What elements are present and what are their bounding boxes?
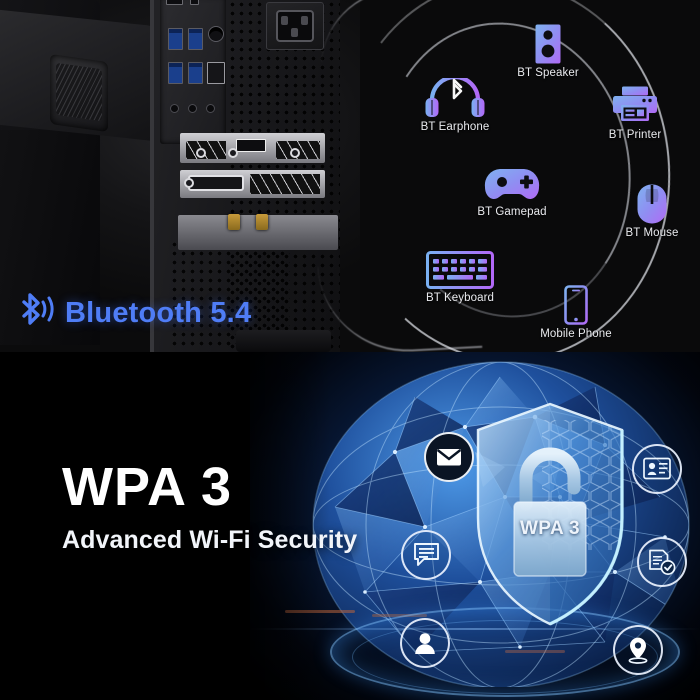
device-node-bt-earphone[interactable]: BT Earphone (400, 78, 510, 133)
psu-power-inlet (276, 10, 314, 42)
feature-icon-mail[interactable] (424, 432, 474, 482)
dp-port (190, 0, 199, 5)
feature-icon-chat[interactable] (401, 530, 451, 580)
gpu-hdmi-port (236, 139, 266, 152)
feature-icon-id-card[interactable] (632, 444, 682, 494)
bluetooth-panel: BT Speaker BT Earphone (0, 0, 700, 352)
usb3-port-4 (188, 62, 203, 84)
wpa3-shield: WPA 3 (470, 400, 630, 630)
headphone-icon (425, 78, 485, 117)
dvi-screw (184, 178, 194, 188)
usb3-port-3 (168, 62, 183, 84)
device-label: BT Gamepad (477, 206, 547, 218)
audio-jack-3 (206, 104, 215, 113)
audio-jack-2 (188, 104, 197, 113)
wpa3-panel: WPA 3 (0, 352, 700, 700)
pc-tower-edge (150, 0, 154, 352)
psu-pin-3 (291, 28, 298, 37)
dvi-port (188, 175, 244, 191)
bracket-vent-c (250, 174, 320, 194)
bluetooth-icon (22, 293, 54, 325)
usb3-port-1 (168, 28, 183, 50)
mouse-icon (637, 184, 667, 224)
keyboard-icon (426, 251, 494, 289)
device-node-bt-mouse[interactable]: BT Mouse (597, 184, 700, 239)
bluetooth-brand: Bluetooth 5.4 (12, 290, 251, 336)
chat-bubble-icon (413, 543, 439, 566)
shield-lock-label: WPA 3 (519, 518, 581, 539)
device-label: BT Earphone (420, 121, 490, 133)
desktop-pc-photo (0, 0, 360, 352)
id-card-icon (643, 457, 671, 480)
device-label: BT Keyboard (425, 292, 494, 304)
document-check-icon (649, 549, 676, 575)
device-node-bt-printer[interactable]: BT Printer (580, 86, 690, 141)
device-node-bt-gamepad[interactable]: BT Gamepad (457, 165, 567, 218)
device-label: BT Mouse (625, 227, 679, 239)
usb3-port-2 (188, 28, 203, 50)
page-subtitle: Advanced Wi-Fi Security (62, 526, 358, 554)
audio-jack-1 (170, 104, 179, 113)
printer-icon (613, 86, 657, 121)
mail-icon (436, 449, 462, 466)
speaker-icon (535, 24, 561, 64)
tower-foot (236, 330, 331, 352)
psu-pin-2 (301, 16, 308, 25)
holographic-platform-inner (352, 620, 658, 694)
device-label: Mobile Phone (540, 328, 612, 340)
bracket-screw-2 (228, 148, 238, 158)
device-label: BT Speaker (517, 67, 579, 79)
location-pin-icon (628, 637, 648, 664)
lan-port (207, 62, 225, 84)
psu-pin-1 (281, 16, 288, 25)
bracket-screw-3 (290, 148, 300, 158)
user-icon (415, 633, 435, 654)
feature-icon-document[interactable] (637, 537, 687, 587)
phone-icon (564, 285, 588, 325)
device-node-bt-speaker[interactable]: BT Speaker (493, 24, 603, 79)
wpa3-headline-block: WPA 3 Advanced Wi-Fi Security (62, 460, 357, 555)
device-node-bt-keyboard[interactable]: BT Keyboard (405, 251, 515, 304)
bluetooth-version-label: Bluetooth 5.4 (65, 296, 252, 329)
hdmi-port (166, 0, 183, 5)
shield-lock-icon (476, 402, 624, 626)
feature-icon-location[interactable] (613, 625, 663, 675)
bracket-vent-a (186, 141, 226, 159)
feature-icon-user[interactable] (400, 618, 450, 668)
signal-arc-tail-top (321, 0, 477, 74)
holographic-platform (330, 607, 680, 697)
bracket-screw-1 (196, 148, 206, 158)
device-node-mobile-phone[interactable]: Mobile Phone (521, 285, 631, 340)
left-vignette (0, 352, 330, 700)
device-label: BT Printer (608, 129, 662, 141)
antenna-connector-2 (256, 214, 268, 230)
ps2-port (208, 26, 224, 42)
gamepad-icon (484, 169, 540, 199)
page-title: WPA 3 (62, 457, 233, 517)
antenna-connector-1 (228, 214, 240, 230)
monitor-base (0, 130, 100, 345)
